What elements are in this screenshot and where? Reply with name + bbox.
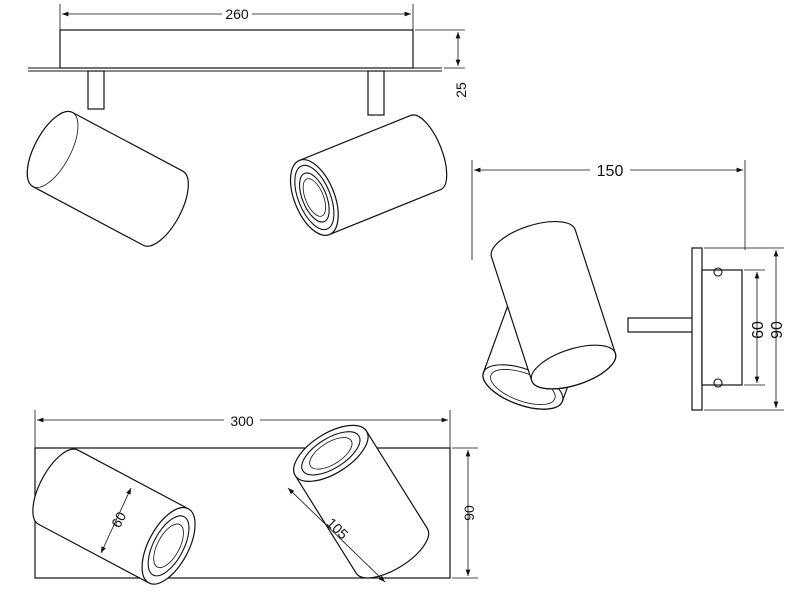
mounting-plate: [59, 29, 414, 69]
bottom-view: 300 90 60 105: [32, 410, 478, 585]
base-depth-label: 90: [461, 505, 477, 521]
side-arm: [627, 317, 695, 333]
right-spotlight: [289, 114, 448, 236]
width-label: 260: [225, 6, 249, 22]
outer-height-label: 90: [769, 321, 786, 339]
right-stem: [367, 70, 385, 116]
inner-height-label: 60: [750, 321, 767, 339]
left-spotlight: [26, 110, 189, 247]
top-view: 260 25: [26, 4, 469, 247]
height-label: 25: [453, 82, 469, 98]
length-label: 300: [230, 413, 254, 429]
depth-label: 150: [597, 163, 624, 180]
diameter-label: 60: [108, 509, 130, 530]
side-view: 150 60 90: [471, 160, 786, 411]
front-spotlight: [490, 220, 617, 390]
side-plate: [691, 247, 703, 411]
left-stem: [87, 70, 105, 110]
